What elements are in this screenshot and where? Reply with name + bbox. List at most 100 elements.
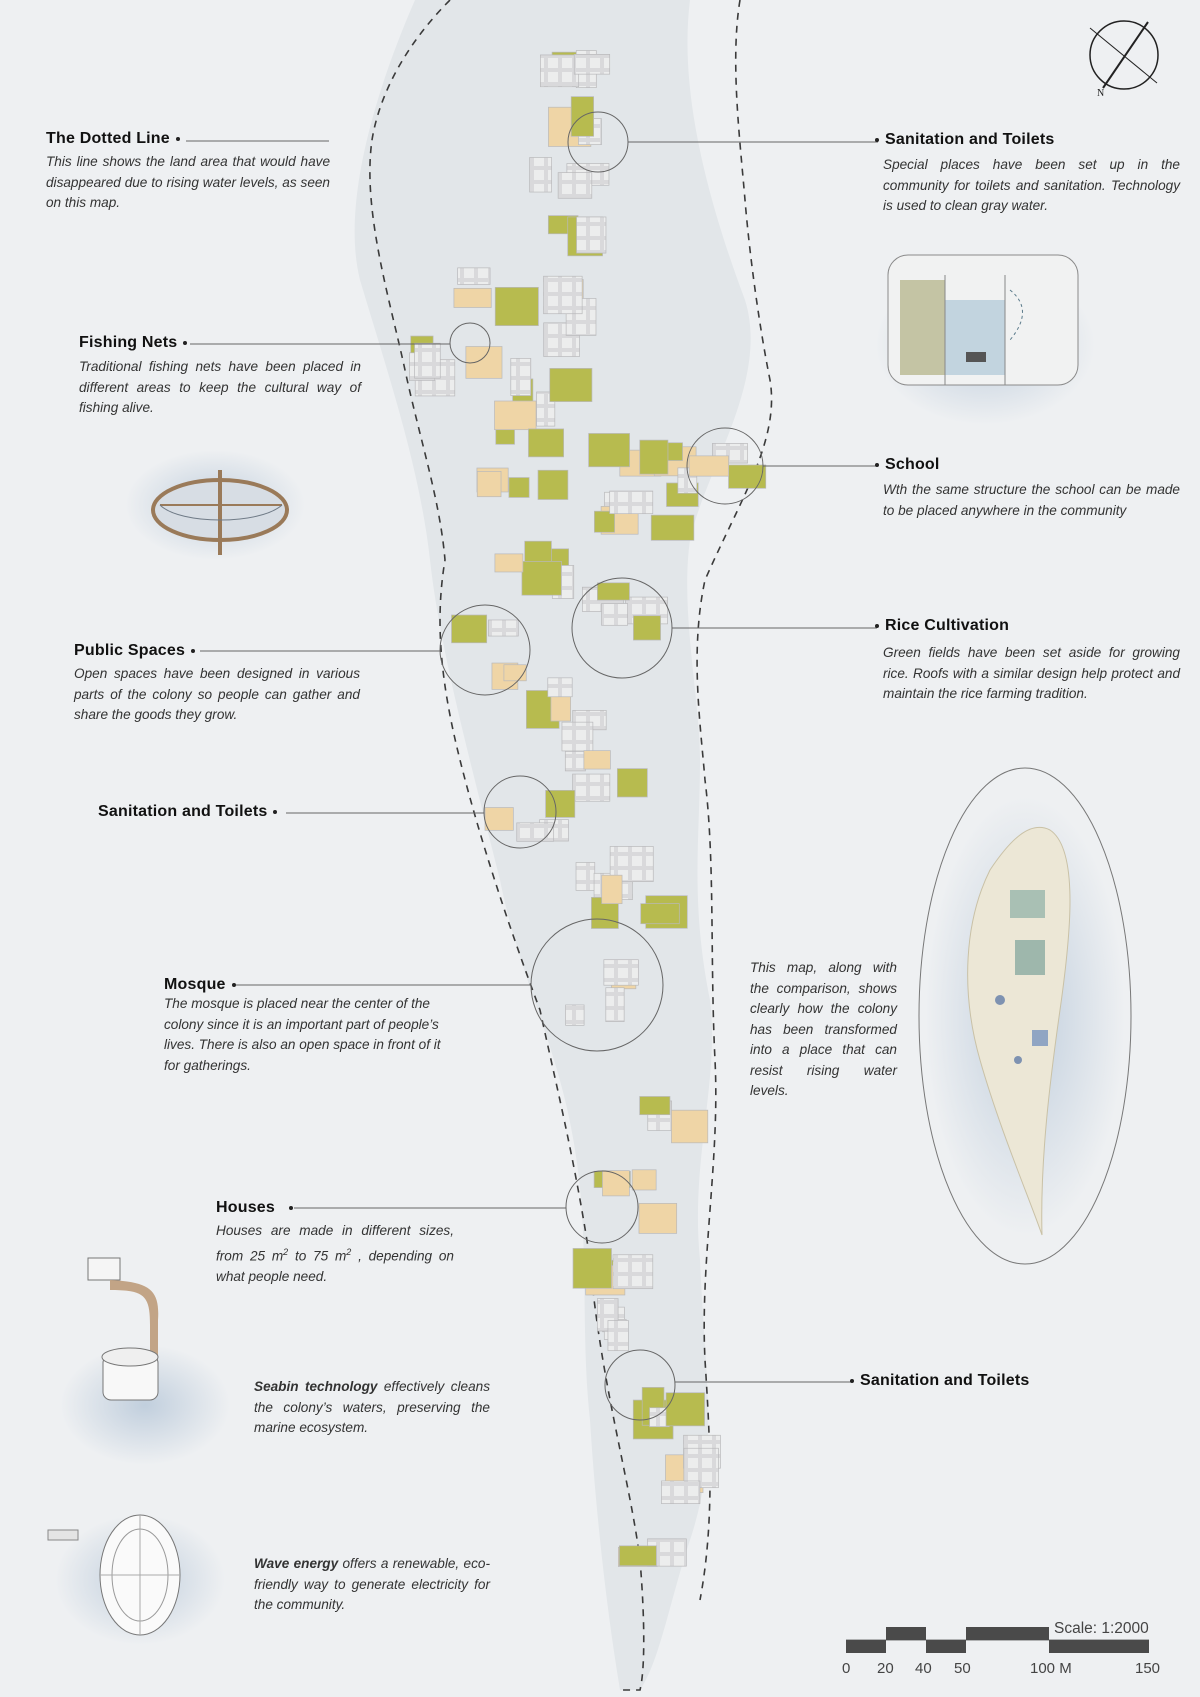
settlement-block <box>543 275 583 315</box>
settlement-block <box>671 1109 709 1144</box>
highlight-circles <box>439 111 764 1421</box>
settlement-block <box>688 455 730 477</box>
settlement-block <box>661 1480 701 1504</box>
annotation-houses: Houses Houses are made in different size… <box>216 1199 454 1287</box>
settlement-block <box>561 721 594 752</box>
scale-label: 50 <box>954 1660 971 1677</box>
annotation-mosque: Mosque The mosque is placed near the cen… <box>164 976 446 1076</box>
settlement-block <box>547 677 573 698</box>
annotation-title: School <box>875 456 1180 474</box>
sanitation-bottom-circle <box>604 1349 676 1421</box>
annotation-wave-energy: Wave energy offers a renewable, eco-frie… <box>254 1554 490 1616</box>
settlement-block <box>605 987 625 1022</box>
settlement-block <box>609 490 654 515</box>
settlement-block <box>494 400 537 431</box>
annotation-fishing-nets: Fishing Nets Traditional fishing nets ha… <box>79 334 361 419</box>
settlement-block <box>639 439 669 475</box>
settlement-block <box>557 172 593 199</box>
settlement-block <box>521 561 562 596</box>
annotation-text: Traditional fishing nets have been place… <box>79 359 361 415</box>
annotation-title: The Dotted Line <box>46 130 330 148</box>
settlement-block <box>540 54 580 88</box>
settlement-block <box>572 1248 612 1289</box>
settlement-block <box>639 1096 671 1116</box>
graywater-tank-illustration <box>875 254 1095 425</box>
seabin-illustration <box>60 1257 230 1465</box>
north-compass: N <box>1089 20 1159 99</box>
annotation-text: Green fields have been set aside for gro… <box>883 645 1180 701</box>
settlement-block <box>601 874 623 905</box>
annotation-comparison: This map, along with the comparison, sho… <box>750 958 897 1102</box>
settlement-block <box>414 342 441 379</box>
settlement-block <box>583 750 611 770</box>
annotation-text: Open spaces have been designed in variou… <box>74 666 360 722</box>
fishing-net-illustration <box>125 450 305 560</box>
annotation-text: Special places have been set up in the c… <box>883 157 1180 213</box>
annotation-sanitation-bottom: Sanitation and Toilets <box>850 1372 1100 1394</box>
settlement-block <box>603 959 639 986</box>
settlement-block <box>573 54 611 75</box>
scale-label: 150 <box>1135 1660 1161 1677</box>
settlement-block <box>510 358 532 396</box>
leader-lines <box>186 140 878 1383</box>
settlement-block <box>488 619 519 637</box>
annotation-sanitation-top: Sanitation and Toilets Special places ha… <box>875 131 1180 217</box>
fishing-nets-circle <box>449 322 491 364</box>
annotation-title: Mosque <box>164 976 446 994</box>
scale-bar <box>846 1627 1149 1653</box>
annotation-text: This map, along with the comparison, sho… <box>750 960 897 1098</box>
settlement-block <box>516 822 555 842</box>
annotation-sanitation-mid: Sanitation and Toilets <box>98 803 298 825</box>
annotation-title: Sanitation and Toilets <box>98 803 298 821</box>
scale-label: 40 <box>915 1660 932 1677</box>
annotation-title: Fishing Nets <box>79 334 361 352</box>
settlement-block <box>597 582 630 601</box>
annotation-seabin: Seabin technology effectively cleans the… <box>254 1377 490 1439</box>
settlement-block <box>465 346 503 379</box>
settlement-block <box>619 1545 657 1567</box>
settlement-block <box>457 267 491 285</box>
settlement-block <box>665 1392 705 1427</box>
scale-title: Scale: 1:2000 <box>1054 1620 1149 1637</box>
annotation-text: Houses are made in different sizes, from… <box>216 1223 454 1284</box>
settlement-block <box>588 433 630 468</box>
annotation-title: Sanitation and Toilets <box>850 1372 1100 1390</box>
settlement-block <box>453 287 492 308</box>
settlement-block <box>612 1254 654 1290</box>
settlement-block <box>650 514 695 541</box>
annotation-text: Wave energy offers a renewable, eco-frie… <box>254 1556 490 1612</box>
wave-energy-illustration <box>47 1514 225 1645</box>
settlement-block <box>451 614 488 644</box>
settlement-block <box>545 790 576 818</box>
settlement-block <box>494 553 524 573</box>
north-label: N <box>1097 88 1104 99</box>
settlement-block <box>503 664 527 682</box>
settlement-block <box>607 1320 629 1352</box>
settlement-block <box>633 615 661 641</box>
annotation-title: Houses <box>216 1199 454 1217</box>
annotation-text: This line shows the land area that would… <box>46 154 330 210</box>
settlement-block <box>575 862 596 891</box>
settlement-block <box>529 157 552 193</box>
settlement-block <box>508 477 530 498</box>
annotation-text: The mosque is placed near the center of … <box>164 996 441 1073</box>
settlement-clusters <box>409 50 767 1567</box>
comparison-island-map <box>918 767 1132 1265</box>
settlement-block <box>572 773 611 802</box>
settlement-block <box>631 1169 657 1191</box>
dotted-flood-boundary-line <box>369 0 773 1691</box>
scale-label: 100 M <box>1030 1660 1072 1677</box>
settlement-block <box>616 768 648 798</box>
houses-circle <box>565 1170 639 1244</box>
scale-label: 0 <box>842 1660 851 1677</box>
settlement-block <box>640 903 680 925</box>
settlement-block <box>549 368 593 402</box>
settlement-block <box>601 603 628 626</box>
annotation-text: Wth the same structure the school can be… <box>883 482 1180 518</box>
settlement-block <box>638 1203 678 1234</box>
settlement-block <box>528 428 565 458</box>
settlement-block <box>484 807 514 831</box>
annotation-title: Rice Cultivation <box>875 617 1180 635</box>
settlement-block <box>476 471 502 498</box>
